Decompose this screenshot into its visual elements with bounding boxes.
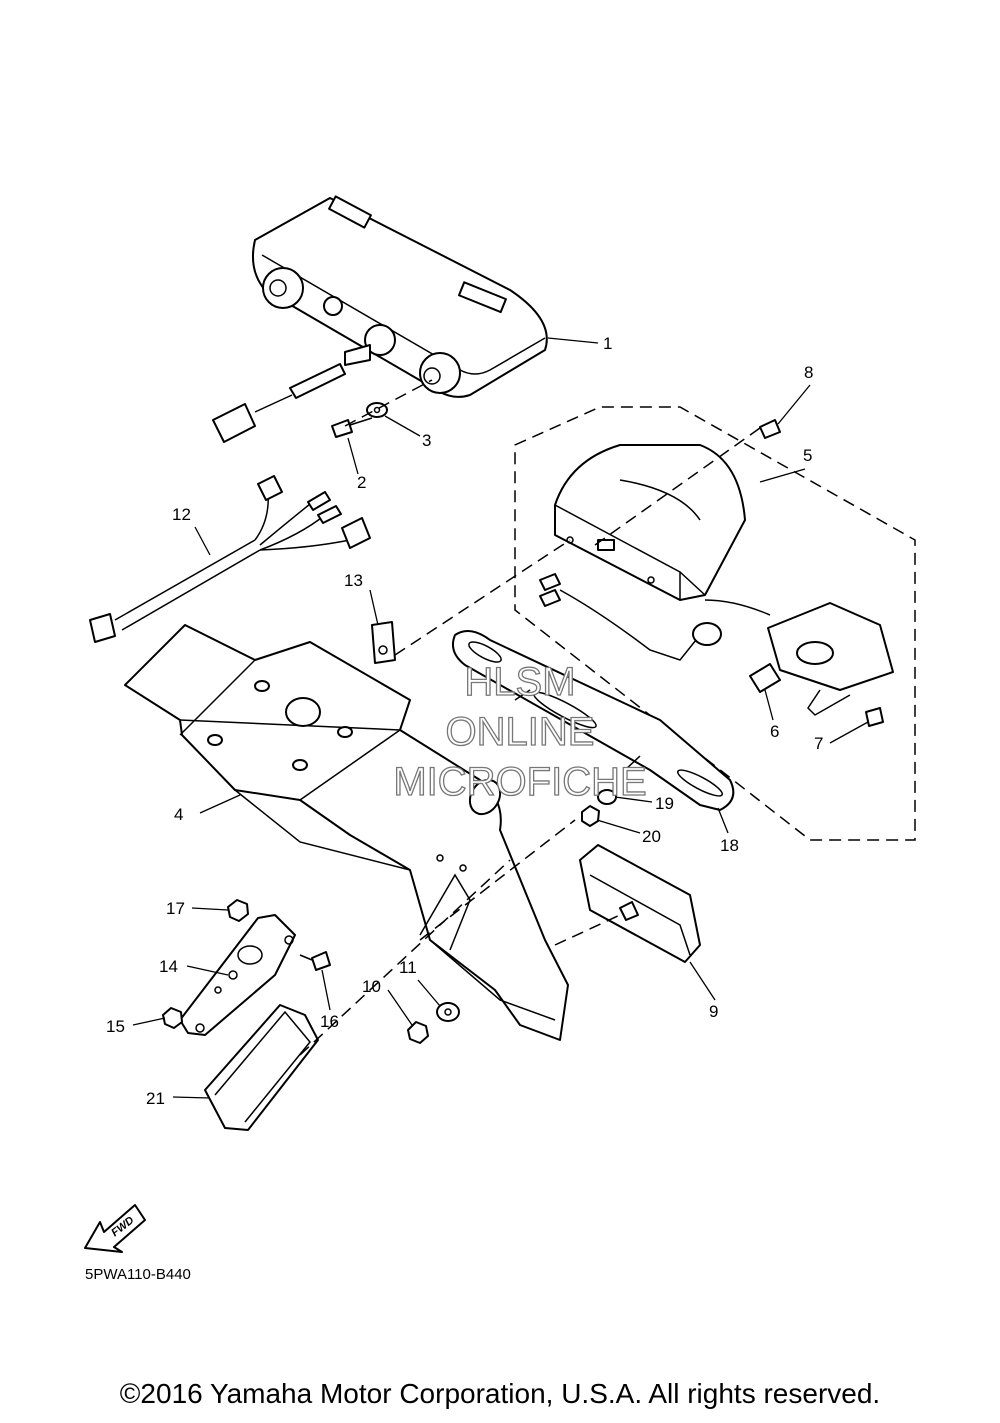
- callout-6: 6: [770, 722, 779, 741]
- diagram-code: 5PWA110-B440: [85, 1266, 191, 1283]
- callout-10: 10: [362, 977, 381, 996]
- callout-16: 16: [320, 1012, 339, 1031]
- part-13-clip: [371, 621, 396, 664]
- callout-12: 12: [172, 505, 191, 524]
- callout-17: 17: [166, 899, 185, 918]
- part-5-taillight-group: [514, 406, 916, 841]
- part-9-reflector: [579, 844, 701, 963]
- part-17-nut: [227, 899, 249, 922]
- callout-13: 13: [344, 571, 363, 590]
- callout-3: 3: [422, 431, 431, 450]
- part-12-wire-harness: [89, 475, 371, 643]
- bolt-screws-center: [514, 689, 641, 771]
- callout-1: 1: [603, 334, 612, 353]
- callout-9: 9: [709, 1002, 718, 1021]
- callout-7: 7: [814, 734, 823, 753]
- part-4-rear-fender-bracket: [124, 624, 569, 1041]
- copyright-notice: ©2016 Yamaha Motor Corporation, U.S.A. A…: [119, 1378, 881, 1409]
- part-16-bolt: [299, 951, 331, 971]
- callout-8: 8: [804, 363, 813, 382]
- part-2-screw: [331, 417, 373, 438]
- callout-21: 21: [146, 1089, 165, 1108]
- part-18-license-bracket: [452, 630, 735, 811]
- callout-4: 4: [174, 805, 183, 824]
- watermark-line-3: MICROFICHE: [393, 760, 646, 804]
- part-1-wire-connector: [212, 344, 371, 443]
- part-20-nut: [581, 805, 600, 827]
- watermark-line-1: HLSM: [464, 660, 575, 704]
- callouts: 1 2 3 4 5 6 7 8 9 10 11 12 13 14 15 16 1…: [106, 334, 823, 1108]
- part-14-stay: [179, 914, 296, 1036]
- callout-20: 20: [642, 827, 661, 846]
- callout-18: 18: [720, 836, 739, 855]
- part-1-rear-light-bar: [252, 195, 548, 398]
- watermark: HLSM ONLINE MICROFICHE: [393, 659, 648, 804]
- part-15-nut: [162, 1007, 183, 1029]
- callout-2: 2: [357, 473, 366, 492]
- part-10-nut: [407, 1021, 429, 1044]
- watermark-line-2: ONLINE: [446, 710, 595, 754]
- callout-15: 15: [106, 1017, 125, 1036]
- leader-lines: [132, 337, 869, 1099]
- callout-11: 11: [399, 958, 417, 977]
- part-7-screw: [865, 707, 884, 727]
- part-6-bulb: [749, 663, 781, 693]
- fwd-arrow-icon: FWD: [84, 1204, 146, 1253]
- callout-5: 5: [803, 446, 812, 465]
- part-8-screw: [759, 419, 781, 439]
- part-11-washer: [436, 1002, 460, 1022]
- callout-14: 14: [159, 957, 178, 976]
- callout-19: 19: [655, 794, 674, 813]
- assembly-lines: [299, 379, 761, 1056]
- part-21-reflector: [204, 1004, 319, 1131]
